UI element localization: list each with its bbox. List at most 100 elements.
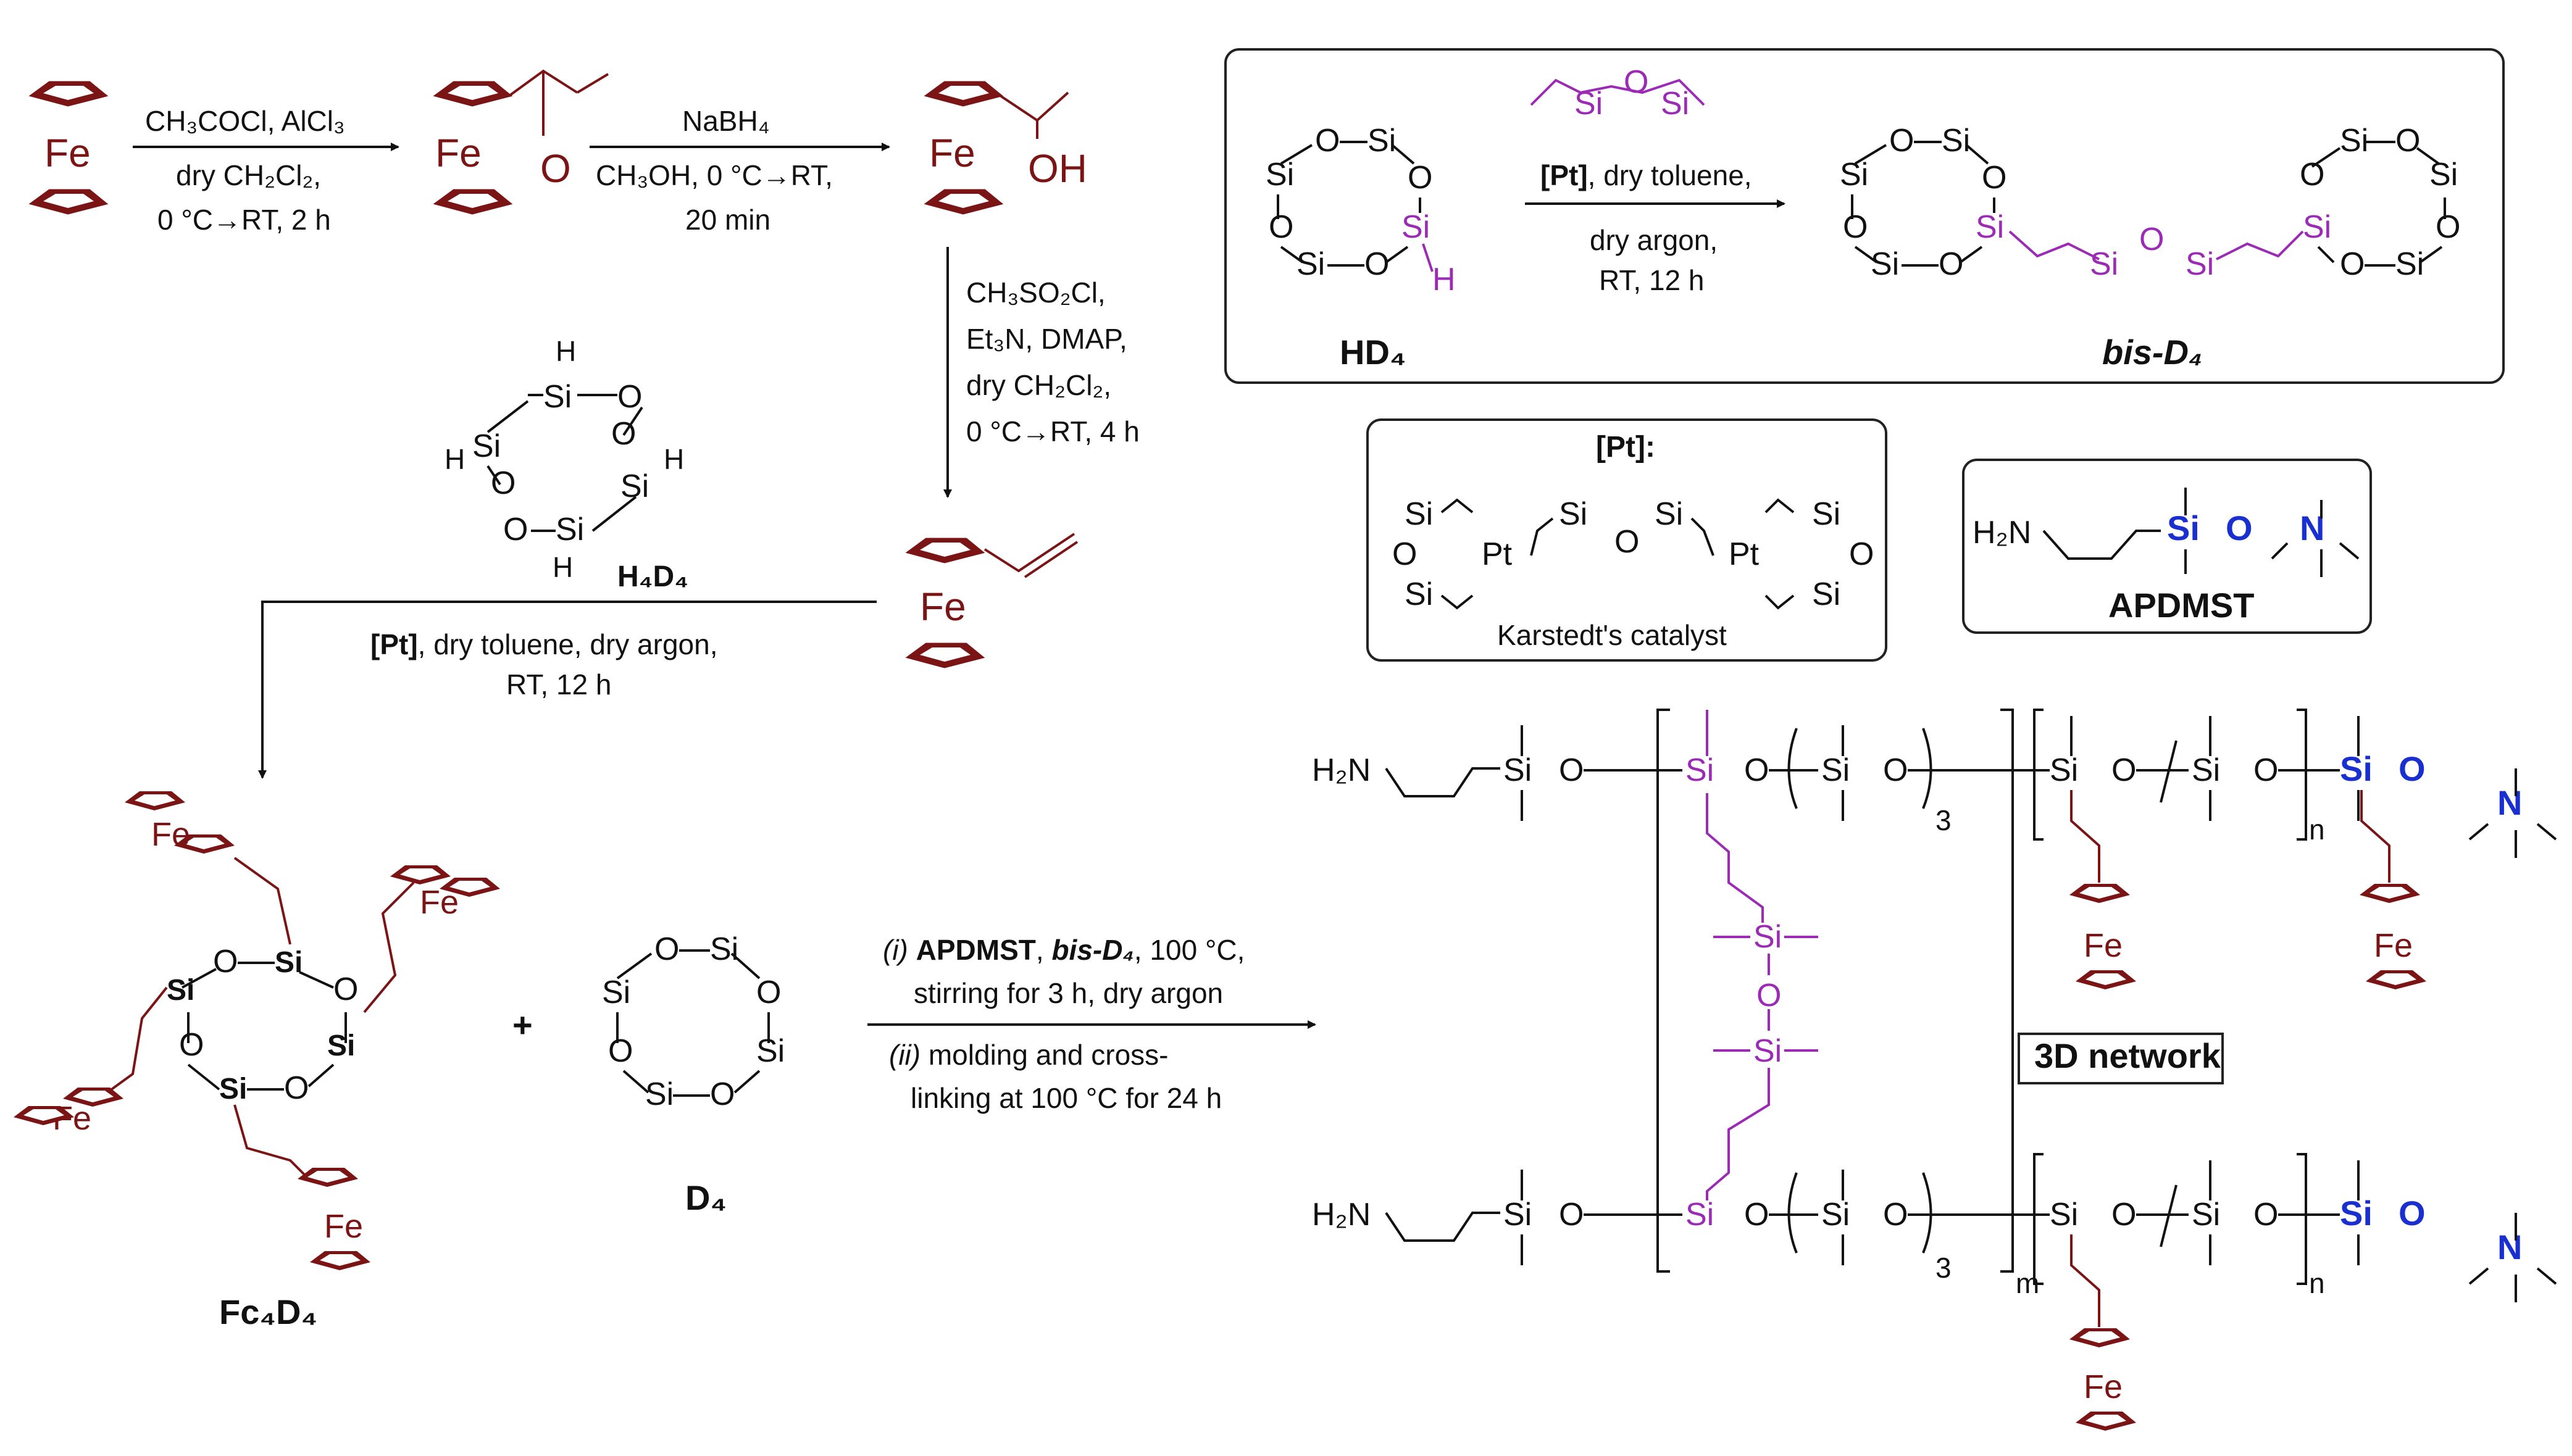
svg-text:O: O [710, 1076, 735, 1112]
bisd4-box: O Si Si O O Si Si O H HD₄ Si O Si [Pt], … [1224, 48, 2505, 384]
svg-text:O: O [756, 975, 781, 1010]
step3-line1: CH₃SO₂Cl, [966, 277, 1106, 309]
svg-text:O: O [2111, 752, 2136, 788]
svg-text:Si: Si [1296, 246, 1325, 282]
svg-text:Si: Si [1685, 752, 1714, 788]
apdmst-label: APDMST [2108, 586, 2254, 625]
svg-text:Fe: Fe [929, 131, 975, 175]
svg-text:Si: Si [556, 512, 584, 547]
step5-line3: (ii) molding and cross- [889, 1039, 1168, 1071]
svg-text:Si: Si [543, 379, 572, 415]
svg-text:Si: Si [756, 1033, 785, 1069]
svg-text:Si: Si [1812, 576, 1840, 612]
svg-text:Fe: Fe [151, 816, 190, 853]
svg-text:3: 3 [1935, 804, 1952, 836]
svg-text:Si: Si [710, 931, 738, 967]
svg-text:O: O [2111, 1197, 2136, 1233]
svg-text:Pt: Pt [1729, 536, 1760, 572]
svg-text:Si: Si [167, 974, 194, 1007]
svg-text:Si: Si [1821, 752, 1850, 788]
svg-text:Si: Si [1685, 1197, 1714, 1233]
svg-text:Si: Si [1812, 496, 1840, 532]
network-structure: H₂N Si O Si O Si O 3 Si O Si O n Si O N … [1312, 709, 2557, 1431]
svg-text:Si: Si [1753, 1033, 1782, 1069]
step1-line1: CH₃COCl, AlCl₃ [145, 105, 345, 137]
catalyst-box: [Pt]: Si O Si Pt Si O Si Pt Si O Si Kars… [1366, 418, 1887, 662]
svg-text:O: O [617, 379, 642, 415]
hd4-label: HD₄ [1340, 333, 1406, 372]
svg-text:Si: Si [1942, 123, 1970, 159]
step4-arrow: [Pt], dry toluene, dry argon, RT, 12 h [258, 601, 877, 779]
bisd4-cond3: RT, 12 h [1599, 264, 1704, 296]
svg-text:Fe: Fe [2084, 927, 2123, 964]
svg-text:O: O [2253, 752, 2278, 788]
svg-text:H: H [553, 551, 573, 583]
step1-arrow: CH₃COCl, AlCl₃ dry CH₂Cl₂, 0 °C→RT, 2 h [133, 105, 399, 236]
step3-arrow: CH₃SO₂Cl, Et₃N, DMAP, dry CH₂Cl₂, 0 °C→R… [943, 247, 1140, 498]
svg-text:Si: Si [1405, 576, 1433, 612]
bisd4-cond1: [Pt], dry toluene, [1540, 159, 1752, 191]
svg-text:O: O [1559, 752, 1584, 788]
catalyst-caption: Karstedt's catalyst [1497, 619, 1727, 651]
svg-text:Fe: Fe [920, 584, 966, 629]
svg-text:Si: Si [602, 975, 630, 1010]
svg-text:O: O [213, 944, 238, 980]
svg-text:Si: Si [2050, 1197, 2078, 1233]
svg-text:Si: Si [2167, 509, 2200, 547]
svg-text:Si: Si [645, 1076, 674, 1112]
svg-text:O: O [654, 931, 679, 967]
svg-text:O: O [1889, 123, 1914, 159]
svg-text:O: O [1614, 524, 1639, 560]
svg-text:Si: Si [2192, 1197, 2220, 1233]
svg-text:O: O [1744, 1197, 1769, 1233]
svg-text:O: O [1883, 752, 1908, 788]
svg-text:Si: Si [1503, 752, 1532, 788]
svg-text:Si: Si [2192, 752, 2220, 788]
svg-text:N: N [2497, 1228, 2522, 1267]
svg-text:Si: Si [1574, 86, 1603, 122]
svg-text:O: O [1624, 64, 1648, 100]
svg-text:O: O [1982, 160, 2006, 196]
svg-text:O: O [1559, 1197, 1584, 1233]
svg-text:O: O [333, 971, 358, 1007]
svg-text:O: O [2139, 222, 2164, 257]
svg-text:O: O [2399, 1194, 2426, 1233]
svg-text:H₂N: H₂N [1312, 1197, 1371, 1233]
catalyst-title: [Pt]: [1596, 431, 1655, 464]
bisd4-label: bis-D₄ [2102, 333, 2202, 372]
svg-text:O: O [2399, 749, 2426, 788]
svg-text:O: O [1744, 752, 1769, 788]
d4-molecule: O Si Si O O Si Si O D₄ [602, 931, 785, 1217]
svg-text:N: N [2497, 783, 2522, 822]
svg-text:O: O [1756, 978, 1781, 1013]
svg-text:O: O [1939, 246, 1963, 282]
fc4d4-label: Fc₄D₄ [219, 1292, 317, 1331]
h4d4-molecule: Si O Si Si O Si O O H H H H H₄D₄ [445, 335, 688, 593]
step3-line4: 0 °C→RT, 4 h [966, 415, 1140, 447]
svg-text:Si: Si [1367, 123, 1396, 159]
svg-text:n: n [2309, 1267, 2325, 1299]
fc4d4-molecule: O Si Si O O Si Si O Fe Fe Fe Fe Fc₄D₄ [14, 791, 500, 1331]
svg-text:H: H [445, 443, 465, 475]
svg-text:Si: Si [2340, 1194, 2373, 1233]
svg-text:O: O [1849, 536, 1874, 572]
step2-line1: NaBH₄ [682, 105, 769, 137]
network-label: 3D network [2034, 1036, 2221, 1075]
svg-text:O: O [1408, 160, 1432, 196]
apdmst-box: H₂N Si O N APDMST [1962, 459, 2372, 634]
svg-text:O: O [2340, 246, 2365, 282]
ferrocenyl-ethanol: Fe OH [925, 81, 1087, 215]
step2-line3: 20 min [685, 204, 770, 236]
d4-label: D₄ [685, 1178, 727, 1217]
svg-text:O: O [2226, 509, 2253, 547]
svg-text:O: O [1364, 246, 1389, 282]
svg-text:O: O [608, 1033, 633, 1069]
svg-text:Si: Si [1655, 496, 1683, 532]
svg-text:Si: Si [1401, 209, 1430, 245]
vinylferrocene: Fe [906, 533, 1079, 668]
svg-text:n: n [2309, 813, 2325, 846]
svg-text:Si: Si [2303, 209, 2331, 245]
step5-arrow: (i) APDMST, bis-D₄, 100 °C, stirring for… [867, 934, 1316, 1114]
svg-text:Pt: Pt [1482, 536, 1513, 572]
svg-text:Fe: Fe [2084, 1368, 2123, 1405]
